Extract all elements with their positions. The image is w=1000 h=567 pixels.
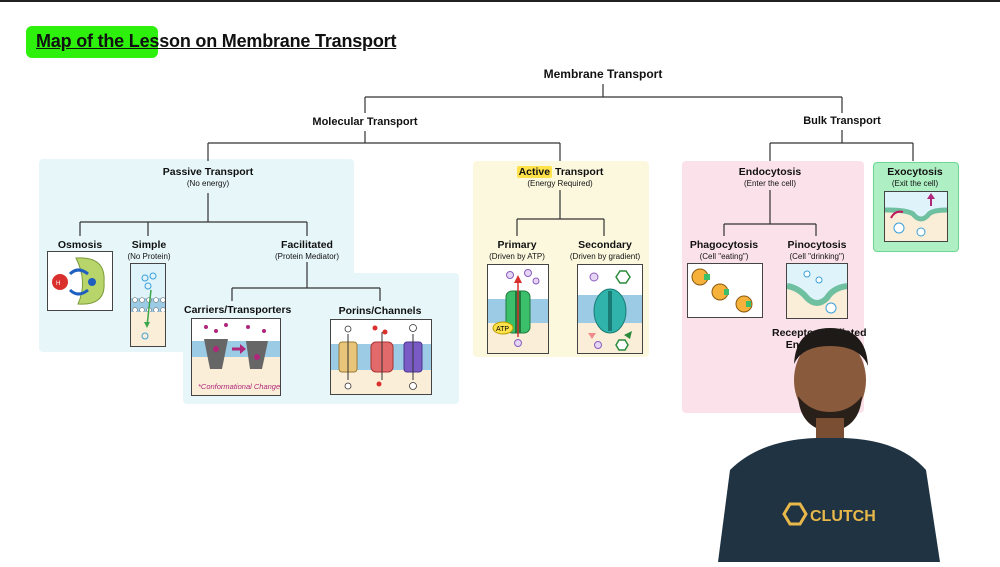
node-title: Bulk Transport bbox=[803, 115, 881, 127]
node-subtitle: (Enter the cell) bbox=[743, 179, 797, 188]
node-title: Carriers/Transporters bbox=[184, 304, 292, 316]
node-membrane-transport: Membrane Transport bbox=[530, 67, 676, 81]
lesson-title: Map of the Lesson on Membrane Transport bbox=[36, 31, 397, 51]
top-border bbox=[0, 0, 1000, 2]
exocytosis-illustration bbox=[884, 191, 948, 242]
node-subtitle: (Energy Required) bbox=[527, 179, 593, 188]
node-title: Osmosis bbox=[57, 239, 103, 251]
node-carriers: Carriers/Transporters bbox=[184, 304, 292, 316]
node-title: Active Transport bbox=[505, 166, 615, 178]
node-facilitated: Facilitated (Protein Mediator) bbox=[262, 239, 352, 261]
porins-illustration bbox=[330, 319, 432, 395]
node-subtitle: (Cell "eating") bbox=[699, 252, 749, 261]
node-title: Secondary bbox=[578, 239, 632, 251]
node-subtitle: (Cell "drinking") bbox=[789, 252, 845, 261]
phagocytosis-illustration bbox=[687, 263, 763, 318]
node-title: Pinocytosis bbox=[787, 239, 847, 251]
pinocytosis-illustration bbox=[786, 263, 848, 319]
secondary-active-illustration bbox=[577, 264, 643, 354]
node-molecular-transport: Molecular Transport bbox=[300, 116, 430, 128]
node-title: Primary bbox=[497, 239, 537, 251]
active-title-rest: Transport bbox=[552, 166, 604, 178]
simple-diffusion-illustration bbox=[130, 263, 166, 347]
node-title: Phagocytosis bbox=[689, 239, 759, 251]
node-osmosis: Osmosis bbox=[50, 239, 110, 251]
carriers-illustration: *Conformational Change bbox=[191, 318, 281, 396]
node-phagocytosis: Phagocytosis (Cell "eating") bbox=[686, 239, 762, 261]
node-title: Porins/Channels bbox=[338, 305, 422, 317]
title-highlight-marker bbox=[26, 26, 158, 58]
carriers-caption: *Conformational Change bbox=[198, 382, 280, 391]
node-simple: Simple (No Protein) bbox=[122, 239, 176, 261]
presenter-video: CLUTCH bbox=[700, 300, 960, 562]
primary-active-illustration: ATP bbox=[487, 264, 549, 354]
node-subtitle: (Driven by gradient) bbox=[569, 252, 641, 261]
node-title: Passive Transport bbox=[162, 166, 254, 178]
node-subtitle: (Driven by ATP) bbox=[489, 252, 545, 261]
node-passive-transport: Passive Transport (No energy) bbox=[148, 166, 268, 188]
node-title: Simple bbox=[131, 239, 167, 251]
node-title: Membrane Transport bbox=[543, 67, 663, 81]
node-subtitle: (No energy) bbox=[186, 179, 230, 188]
node-title: Molecular Transport bbox=[312, 116, 418, 128]
node-active-transport: Active Transport (Energy Required) bbox=[505, 166, 615, 188]
active-word-highlight: Active bbox=[516, 166, 553, 178]
node-subtitle: (Protein Mediator) bbox=[274, 252, 340, 261]
node-subtitle: (No Protein) bbox=[127, 252, 171, 261]
node-porins: Porins/Channels bbox=[335, 305, 425, 317]
node-pinocytosis: Pinocytosis (Cell "drinking") bbox=[778, 239, 856, 261]
node-subtitle: (Exit the cell) bbox=[891, 179, 939, 188]
node-title: Exocytosis bbox=[887, 166, 943, 178]
node-title: Endocytosis bbox=[738, 166, 802, 178]
osmosis-illustration: H bbox=[47, 251, 113, 311]
node-endocytosis: Endocytosis (Enter the cell) bbox=[725, 166, 815, 188]
atp-label: ATP bbox=[496, 326, 509, 333]
node-title: Facilitated bbox=[281, 239, 333, 251]
svg-text:H: H bbox=[56, 281, 60, 287]
node-bulk-transport: Bulk Transport bbox=[787, 115, 897, 127]
node-exocytosis: Exocytosis (Exit the cell) bbox=[876, 166, 954, 188]
shirt-logo-text: CLUTCH bbox=[810, 508, 876, 525]
node-secondary: Secondary (Driven by gradient) bbox=[566, 239, 644, 261]
node-primary: Primary (Driven by ATP) bbox=[482, 239, 552, 261]
